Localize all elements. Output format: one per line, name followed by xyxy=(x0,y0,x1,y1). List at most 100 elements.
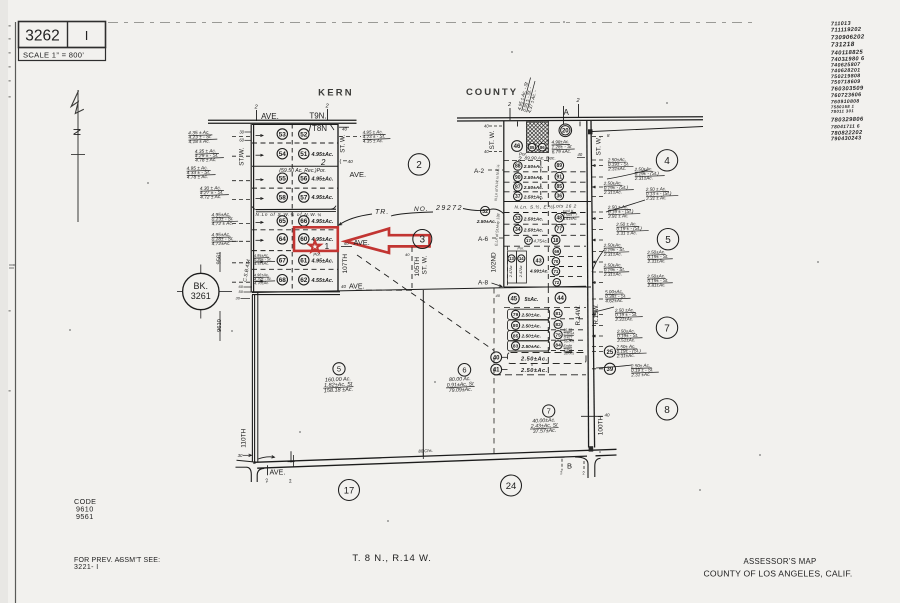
svg-text:T. 8 N., R.14 W.: T. 8 N., R.14 W. xyxy=(352,553,431,564)
svg-text:0.23± - St.: 0.23± - St. xyxy=(212,216,234,223)
svg-text:2.50±Ac.: 2.50±Ac. xyxy=(521,323,541,329)
svg-text:0.19 ± - (St.): 0.19 ± - (St.) xyxy=(616,226,642,232)
svg-text:711119202: 711119202 xyxy=(831,27,862,34)
svg-text:A-2: A-2 xyxy=(474,168,485,175)
svg-text:4.95 ± Ac.: 4.95 ± Ac. xyxy=(186,165,208,172)
svg-text:Por.: Por. xyxy=(313,251,321,257)
svg-text:4.99±Ac.: 4.99±Ac. xyxy=(529,269,549,274)
svg-text:2.50±Ac.: 2.50±Ac. xyxy=(646,273,665,279)
svg-text:82: 82 xyxy=(555,322,561,328)
svg-text:N.Ln of S.W.¼ of N.W.¼: N.Ln of S.W.¼ of N.W.¼ xyxy=(256,212,322,217)
svg-text:2.51±Ac.: 2.51±Ac. xyxy=(616,337,635,343)
svg-text:2: 2 xyxy=(507,102,511,108)
svg-text:40: 40 xyxy=(342,127,348,132)
svg-text:1: 1 xyxy=(325,241,330,251)
svg-text:760723606: 760723606 xyxy=(831,92,862,99)
svg-text:4.23 ± - St.: 4.23 ± - St. xyxy=(188,134,212,141)
svg-text:9610: 9610 xyxy=(76,505,94,514)
svg-text:6.79 ±Ac.: 6.79 ±Ac. xyxy=(552,149,572,155)
svg-text:2.50±Ac.: 2.50±Ac. xyxy=(607,157,626,163)
svg-text:2.31 ±Ac.: 2.31 ±Ac. xyxy=(630,372,651,378)
svg-text:2.50±Ac.: 2.50±Ac. xyxy=(633,166,652,172)
svg-text:1.82±Ac. St: 1.82±Ac. St xyxy=(324,382,353,390)
svg-text:88: 88 xyxy=(515,164,521,170)
svg-text:89: 89 xyxy=(557,163,563,169)
svg-text:0.19± - (St.): 0.19± - (St.) xyxy=(635,171,660,177)
svg-text:E.Ln of St.Hwy 138: E.Ln of St.Hwy 138 xyxy=(494,212,500,246)
svg-text:5: 5 xyxy=(665,235,671,246)
svg-text:4.95±Ac.: 4.95±Ac. xyxy=(311,237,334,243)
svg-text:70: 70 xyxy=(553,259,558,264)
svg-text:A-6: A-6 xyxy=(478,236,489,243)
svg-text:40: 40 xyxy=(405,252,410,257)
svg-text:85: 85 xyxy=(530,145,535,150)
svg-text:N: N xyxy=(72,128,84,136)
svg-text:71: 71 xyxy=(553,269,558,274)
svg-text:3261: 3261 xyxy=(191,291,211,301)
svg-text:ST. W.: ST. W. xyxy=(239,148,246,166)
svg-text:T8N: T8N xyxy=(312,124,327,133)
svg-text:750219808: 750219808 xyxy=(831,73,861,80)
svg-text:53: 53 xyxy=(279,131,287,138)
svg-text:4.75Ac.: 4.75Ac. xyxy=(534,239,548,244)
svg-text:6: 6 xyxy=(462,366,466,375)
svg-text:2.50±Ac.: 2.50±Ac. xyxy=(603,242,622,248)
svg-text:B: B xyxy=(567,461,572,470)
svg-text:4.95±Ac.: 4.95±Ac. xyxy=(311,195,334,201)
svg-text:17: 17 xyxy=(344,485,355,496)
svg-text:CODE: CODE xyxy=(74,497,96,506)
svg-text:AVE.: AVE. xyxy=(349,284,364,291)
svg-text:50: 50 xyxy=(239,289,244,294)
svg-text:7: 7 xyxy=(547,407,551,416)
svg-text:740625807: 740625807 xyxy=(831,62,861,69)
svg-text:2.50±Ac.: 2.50±Ac. xyxy=(523,216,543,222)
svg-text:24: 24 xyxy=(506,481,517,492)
svg-text:68: 68 xyxy=(279,277,287,284)
svg-text:4.95±Ac.: 4.95±Ac. xyxy=(311,219,334,225)
svg-text:0.19± - St.: 0.19± - St. xyxy=(604,267,625,273)
svg-text:86: 86 xyxy=(540,145,545,150)
svg-text:4.95±Ac.: 4.95±Ac. xyxy=(311,259,334,265)
svg-text:N.Ln of N.W.¼ N.E.¼: N.Ln of N.W.¼ N.E.¼ xyxy=(494,164,501,201)
svg-text:COUNTY OF LOS ANGELES, CALIF.: COUNTY OF LOS ANGELES, CALIF. xyxy=(704,569,853,579)
svg-text:2.50±A: 2.50±A xyxy=(563,331,576,335)
svg-text:48: 48 xyxy=(557,216,563,222)
svg-text:2.31±Ac.: 2.31±Ac. xyxy=(634,175,653,181)
svg-text:A: A xyxy=(564,108,570,117)
svg-text:35.00±: 35.00± xyxy=(564,339,575,343)
svg-text:4.98±Ac.: 4.98±Ac. xyxy=(551,139,569,145)
svg-text:730906202: 730906202 xyxy=(831,34,865,41)
svg-text:107TH: 107TH xyxy=(342,254,349,274)
svg-text:4.78 ± Ac.: 4.78 ± Ac. xyxy=(187,174,209,181)
svg-text:2.50±Ac.: 2.50±Ac. xyxy=(520,356,548,362)
svg-text:2.50±: 2.50± xyxy=(563,347,573,351)
svg-text:4.72 ± Ac.: 4.72 ± Ac. xyxy=(200,194,222,201)
svg-text:2.91 ± Ac.: 2.91 ± Ac. xyxy=(607,213,629,219)
svg-text:4.35 ± Ac.: 4.35 ± Ac. xyxy=(188,130,210,137)
svg-text:SCALE 1” = 800’: SCALE 1” = 800’ xyxy=(23,51,84,60)
svg-text:2.50±Ac.: 2.50±Ac. xyxy=(523,185,543,191)
svg-text:9561: 9561 xyxy=(217,252,223,265)
svg-text:60: 60 xyxy=(239,138,244,143)
svg-text:2.50± - ?: 2.50± - ? xyxy=(562,213,577,218)
svg-text:2.47Ac: 2.47Ac xyxy=(509,265,513,278)
svg-text:58: 58 xyxy=(279,194,287,201)
svg-text:62: 62 xyxy=(300,277,308,284)
svg-text:4.72 ± Ac.: 4.72 ± Ac. xyxy=(212,221,234,228)
svg-text:4.95±Ac.: 4.95±Ac. xyxy=(254,253,269,258)
svg-text:77: 77 xyxy=(557,227,563,233)
svg-text:AVE.: AVE. xyxy=(270,468,286,477)
svg-text:81: 81 xyxy=(555,311,561,317)
svg-text:5±Ac.: 5±Ac. xyxy=(525,297,539,303)
svg-text:17: 17 xyxy=(526,238,531,243)
svg-text:65: 65 xyxy=(279,218,287,225)
svg-text:60: 60 xyxy=(300,236,308,243)
svg-text:7: 7 xyxy=(664,323,670,334)
svg-text:AVE.: AVE. xyxy=(261,112,279,121)
svg-text:0.19± - St.: 0.19± - St. xyxy=(647,278,668,284)
svg-text:ST. W.: ST. W. xyxy=(596,137,603,156)
svg-text:Emile: Emile xyxy=(563,344,572,348)
svg-text:41: 41 xyxy=(493,368,500,374)
svg-text:13: 13 xyxy=(509,256,514,261)
svg-text:36.03: 36.03 xyxy=(563,328,572,332)
